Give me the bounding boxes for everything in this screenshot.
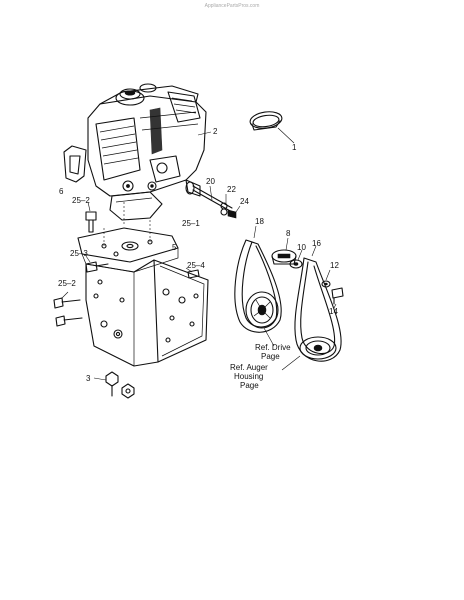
callout-16: 16 [312, 239, 321, 248]
small-bolt-25-4 [185, 267, 200, 279]
ref-auger-line-1: Ref. Auger [230, 363, 268, 372]
callout-24: 24 [240, 197, 249, 206]
callout-20: 20 [206, 177, 215, 186]
bolts-part-3 [93, 371, 135, 399]
bolts-25-2-left [53, 291, 83, 327]
callout-25-3: 25–3 [70, 249, 88, 258]
bolt-25-2-top [85, 201, 97, 233]
engine-pulley [245, 291, 279, 329]
ref-drive-line-2: Page [261, 352, 280, 361]
idler-pulley-8 [271, 237, 297, 265]
ref-auger-line-2: Housing [234, 372, 263, 381]
auger-pulley [299, 336, 337, 360]
auger-belt-16 [294, 245, 342, 362]
callout-3: 3 [86, 374, 91, 383]
washer-12 [321, 269, 331, 288]
engine-assembly [63, 83, 212, 221]
callout-25-2-left: 25–2 [58, 279, 76, 288]
callout-12: 12 [330, 261, 339, 270]
ref-drive-line-1: Ref. Drive [255, 343, 291, 352]
frame-bracket [77, 200, 209, 367]
callout-6: 6 [59, 187, 64, 196]
watermark-text: AppliancePartsPros.com [205, 3, 260, 9]
ref-auger-line-3: Page [240, 381, 259, 390]
callout-25-4: 25–4 [187, 261, 205, 270]
callout-5: 5 [172, 243, 177, 252]
drive-belt-18 [234, 225, 282, 333]
callout-25-2-top: 25–2 [72, 196, 90, 205]
callout-8: 8 [286, 229, 291, 238]
bolt-14 [331, 287, 344, 309]
callout-10: 10 [297, 243, 306, 252]
callout-1: 1 [292, 143, 297, 152]
drive-belt-part-1 [249, 111, 295, 144]
bolt-25-3 [85, 255, 109, 273]
callout-14: 14 [329, 307, 338, 316]
bearing-10 [289, 249, 303, 269]
callout-2: 2 [213, 127, 218, 136]
callout-25-1: 25–1 [182, 219, 200, 228]
callout-18: 18 [255, 217, 264, 226]
shaft-and-hardware [185, 181, 241, 219]
callout-22: 22 [227, 185, 236, 194]
